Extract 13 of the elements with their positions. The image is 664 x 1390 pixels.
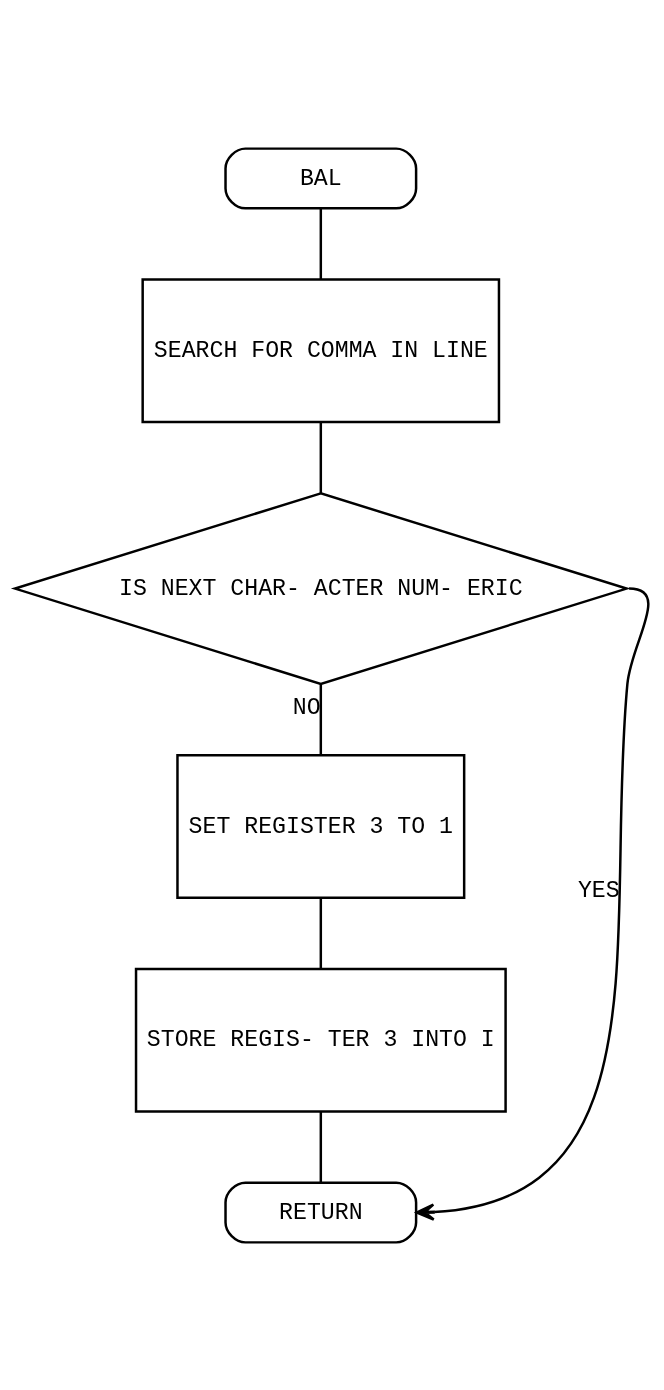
node-box: RETURN bbox=[224, 1180, 418, 1244]
node-diamond: IS NEXT CHAR- ACTER NUM- ERIC bbox=[10, 491, 631, 685]
node-box: STORE REGIS- TER 3 INTO I bbox=[134, 967, 507, 1113]
connector bbox=[319, 683, 323, 755]
node-box: SEARCH FOR COMMA IN LINE bbox=[141, 277, 501, 423]
node-box: SET REGISTER 3 TO 1 bbox=[176, 753, 466, 899]
node-box: BAL bbox=[224, 146, 418, 210]
connector bbox=[319, 1111, 323, 1183]
edge-label: NO bbox=[292, 694, 321, 721]
connector bbox=[319, 897, 323, 969]
edge-label: YES bbox=[577, 877, 620, 904]
connector bbox=[319, 421, 323, 493]
connector bbox=[319, 208, 323, 279]
